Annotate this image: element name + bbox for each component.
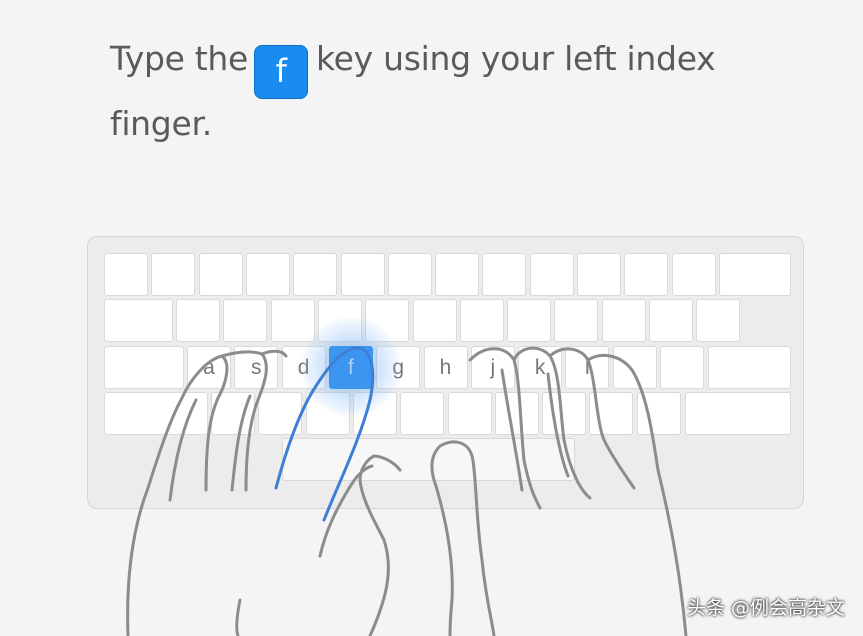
keyboard-key: [400, 392, 445, 435]
right-hand-fingers: [500, 368, 570, 492]
keyboard-key: [671, 253, 716, 296]
keyboard-key: [270, 299, 315, 342]
keyboard-key: [104, 253, 148, 296]
keyboard-key: [151, 253, 196, 296]
keyboard-key: [612, 346, 657, 389]
right-hand-outline: [430, 346, 688, 636]
keyboard-key: [554, 299, 599, 342]
keyboard-key: [601, 299, 646, 342]
keyboard-key: [494, 392, 539, 435]
keyboard-tab-key: [104, 299, 173, 342]
left-hand-fingers: [168, 394, 252, 502]
keyboard-key: [245, 253, 290, 296]
left-hand-outline: [126, 349, 402, 636]
instruction-suffix: key using your left index finger.: [110, 39, 716, 143]
target-key-badge: f: [254, 45, 309, 99]
key-l: l: [565, 346, 610, 389]
keyboard-shift-right-key: [685, 392, 791, 435]
keyboard-key: [649, 299, 693, 342]
keyboard-key: [198, 253, 243, 296]
keyboard-key: [507, 299, 552, 342]
keyboard-key: [660, 346, 704, 389]
keyboard-key: [340, 253, 385, 296]
left-thumb-outline: [318, 464, 374, 558]
keyboard-caps-key: [104, 346, 184, 389]
keyboard-key: [542, 392, 587, 435]
keyboard-key: [447, 392, 492, 435]
target-key-highlight: [301, 317, 401, 417]
left-index-finger-highlight: [274, 346, 375, 522]
keyboard-key: [529, 253, 574, 296]
keyboard-key: [719, 253, 791, 296]
keyboard-key: [577, 253, 621, 296]
keyboard-key: [696, 299, 741, 342]
keyboard-key: [412, 299, 457, 342]
keyboard-key: [624, 253, 669, 296]
keyboard-key: [387, 253, 432, 296]
keyboard-key: [435, 253, 480, 296]
keyboard-key: [482, 253, 527, 296]
keyboard-key: [223, 299, 268, 342]
keyboard-enter-key: [708, 346, 791, 389]
keyboard-key: [176, 299, 220, 342]
keyboard-key: [459, 299, 504, 342]
keyboard-key: [293, 253, 338, 296]
instruction-prefix: Type the: [110, 39, 249, 78]
key-h: h: [423, 346, 468, 389]
watermark: 头条 @例会高杂文: [686, 597, 845, 619]
